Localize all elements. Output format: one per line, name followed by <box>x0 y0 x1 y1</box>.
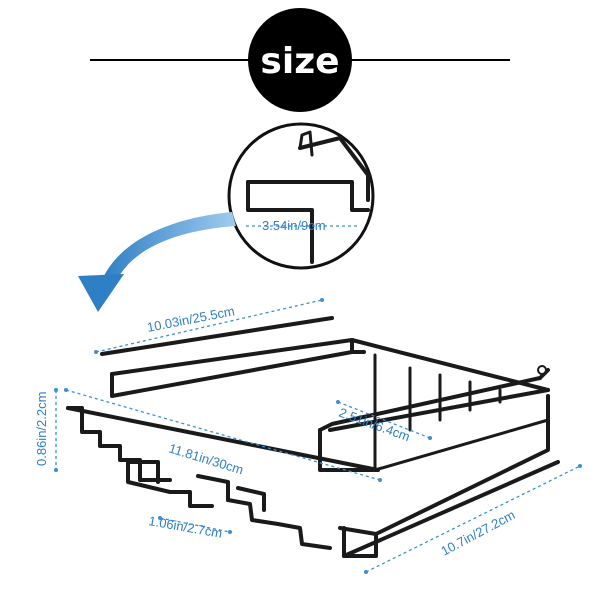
title-text: size <box>260 41 339 82</box>
dim-slot-gap: 1.06in/2.7cm <box>147 513 223 541</box>
curved-arrow-icon <box>78 212 236 312</box>
rack-illustration <box>66 316 560 558</box>
dim-front-width: 10.7in/27.2cm <box>438 507 517 559</box>
dim-detail-width: 3.54in/9cm <box>262 218 326 233</box>
dimension-guides <box>54 298 582 574</box>
title-badge <box>248 8 352 112</box>
detail-callout: 3.54in/9cm <box>227 122 375 270</box>
dim-depth: 11.81in/30cm <box>167 441 245 478</box>
dim-height: 0.86in/2.2cm <box>34 392 49 466</box>
